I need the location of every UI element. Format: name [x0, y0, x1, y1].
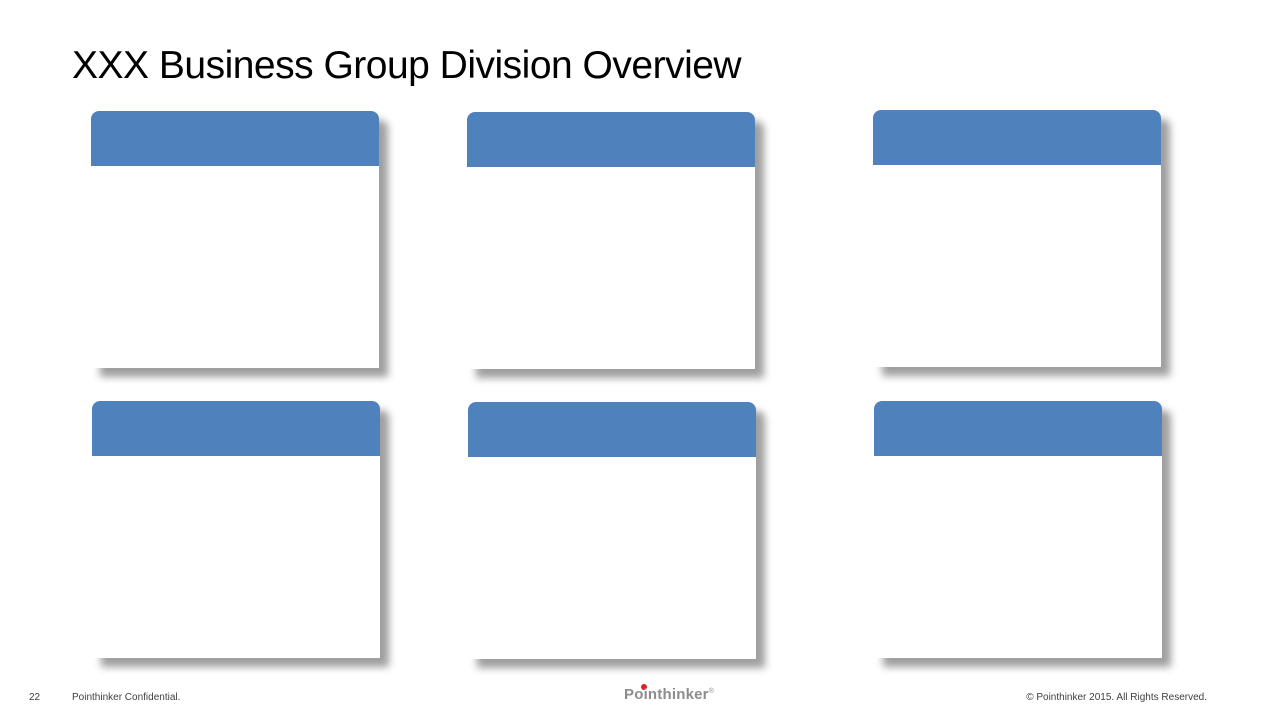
division-card-header [91, 111, 379, 166]
division-card-5 [468, 402, 756, 659]
division-card-2 [467, 112, 755, 369]
logo-dot-icon [641, 684, 647, 690]
division-card-header [873, 110, 1161, 165]
division-card-1 [91, 111, 379, 368]
division-card-header [467, 112, 755, 167]
division-card-header [468, 402, 756, 457]
division-card-4 [92, 401, 380, 658]
division-card-6 [874, 401, 1162, 658]
slide-title: XXX Business Group Division Overview [72, 44, 742, 87]
division-card-header [874, 401, 1162, 456]
page-number: 22 [29, 692, 41, 703]
copyright-notice: © Pointhinker 2015. All Rights Reserved. [1026, 692, 1207, 703]
logo-text: Pointhinker [624, 686, 709, 703]
confidential-notice: Pointhinker Confidential. [72, 692, 181, 703]
division-card-header [92, 401, 380, 456]
registered-mark: ® [708, 688, 715, 695]
company-logo: Pointhinker® [624, 686, 714, 703]
division-card-3 [873, 110, 1161, 367]
